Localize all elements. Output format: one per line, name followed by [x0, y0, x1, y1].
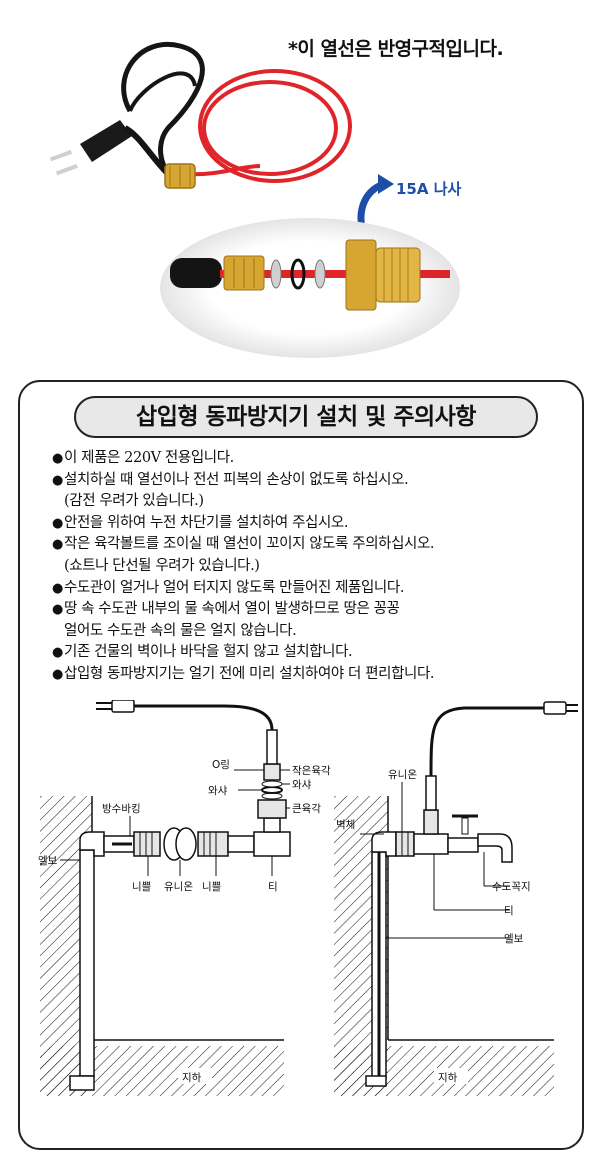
list-item: ●수도관이 얼거나 얼어 터지지 않도록 만들어진 제품입니다. — [52, 578, 572, 600]
permanent-note: *이 열선은 반영구적입니다. — [288, 38, 504, 60]
tee-label: 티 — [268, 881, 278, 893]
big-hex-label: 큰육각 — [292, 803, 321, 815]
bullet-icon: ● — [52, 451, 63, 466]
wall-label: 벽체 — [336, 819, 355, 831]
bullet-icon: ● — [52, 666, 63, 682]
right-install-diagram: 유니온 벽체 수도꼭지 티 엘보 지하 — [334, 701, 578, 1096]
installation-diagrams: O링 작은육각 와샤 와샤 큰육각 방수바킹 엘보 니쁠 유니온 니쁠 티 지하 — [38, 700, 578, 1096]
washer-left-label: 와샤 — [208, 785, 228, 797]
bullet-icon: ● — [52, 580, 63, 596]
nipple-2-label: 니쁠 — [202, 881, 222, 893]
plug-icon — [96, 700, 135, 713]
plug-icon — [543, 701, 578, 715]
list-item: ●기존 건물의 벽이나 바닥을 헐지 않고 설치합니다. — [52, 642, 572, 664]
union-label: 유니온 — [388, 769, 417, 781]
manual-title: 삽입형 동파방지기 설치 및 주의사항 — [74, 396, 538, 438]
underground-label: 지하 — [438, 1071, 458, 1084]
waterproof-packing-label: 방수바킹 — [102, 803, 141, 815]
bullet-icon: ● — [52, 645, 63, 661]
list-item: ●설치하실 때 열선이나 전선 피복의 손상이 없도록 하십시오.(감전 우려가… — [52, 471, 409, 510]
list-item: ●이 제품은 220V 전용입니다. — [52, 448, 572, 470]
plug-icon — [49, 120, 132, 176]
elbow-label: 엘보 — [504, 932, 524, 945]
bullet-icon: ● — [52, 602, 63, 618]
installation-manual — [18, 380, 584, 1150]
bullet-icon: ● — [52, 472, 63, 488]
nipple-1-label: 니쁠 — [132, 881, 152, 893]
union-label: 유니온 — [164, 881, 193, 893]
small-hex-label: 작은육각 — [292, 765, 331, 777]
underground-label: 지하 — [182, 1071, 202, 1084]
list-item: ●작은 육각볼트를 조이실 때 열선이 꼬이지 않도록 주의하십시오.(쇼트나 … — [52, 536, 435, 574]
bullet-icon: ● — [52, 537, 63, 553]
faucet-icon — [447, 814, 513, 863]
list-item: ●삽입형 동파방지기는 얼기 전에 미리 설치하여야 더 편리합니다. — [52, 664, 572, 686]
washer-right-label: 와샤 — [292, 779, 312, 791]
left-install-diagram: O링 작은육각 와샤 와샤 큰육각 방수바킹 엘보 니쁠 유니온 니쁠 티 지하 — [38, 700, 331, 1096]
caution-list: ●이 제품은 220V 전용입니다. ●설치하실 때 열선이나 전선 피복의 손… — [52, 448, 572, 686]
faucet-label: 수도꼭지 — [492, 881, 531, 893]
elbow-label: 엘보 — [38, 854, 58, 867]
fitting-detail-photo — [160, 218, 460, 358]
product-photo — [49, 42, 352, 189]
bullet-icon: ● — [52, 515, 63, 531]
list-item: ●안전을 위하여 누전 차단기를 설치하여 주십시오. — [52, 513, 572, 535]
thread-size-label: 15A 나사 — [396, 180, 462, 198]
tee-label: 티 — [504, 905, 514, 917]
o-ring-label: O링 — [212, 759, 230, 771]
